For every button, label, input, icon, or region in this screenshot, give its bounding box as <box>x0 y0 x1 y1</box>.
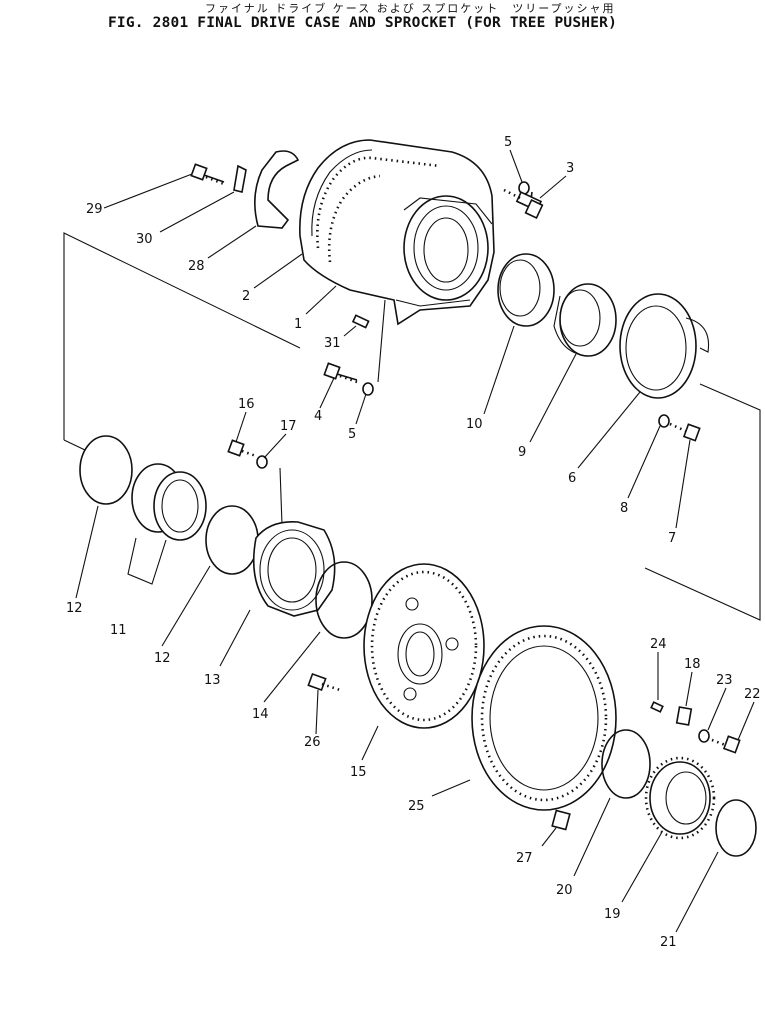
callout-5-middle: 5 <box>348 427 356 442</box>
callout-1: 1 <box>294 317 302 332</box>
final-drive-case-2 <box>299 139 495 326</box>
bolt-16 <box>227 439 257 458</box>
callout-3: 3 <box>566 161 574 176</box>
callout-18: 18 <box>684 657 701 672</box>
callout-14: 14 <box>252 707 269 722</box>
callout-12-left: 12 <box>66 601 83 616</box>
nut-18 <box>675 706 693 726</box>
callout-21: 21 <box>660 935 677 950</box>
o-ring-14 <box>315 561 373 639</box>
bolt-26 <box>307 672 341 692</box>
callout-15: 15 <box>350 765 367 780</box>
seal-ring-10 <box>497 253 555 327</box>
callout-19: 19 <box>604 907 621 922</box>
callout-6: 6 <box>568 471 576 486</box>
o-ring-21 <box>715 799 757 857</box>
bracket-bolt-16 <box>279 467 283 526</box>
callout-27: 27 <box>516 851 533 866</box>
callout-22: 22 <box>744 687 761 702</box>
callout-20: 20 <box>556 883 573 898</box>
pin-24 <box>650 701 664 713</box>
lock-nut-19 <box>644 756 716 840</box>
callout-8: 8 <box>620 501 628 516</box>
callout-11: 11 <box>110 623 127 638</box>
hub-15 <box>363 563 485 729</box>
callout-9: 9 <box>518 445 526 460</box>
cover-plate-28 <box>254 150 300 229</box>
callout-5-top: 5 <box>504 135 512 150</box>
callout-24: 24 <box>650 637 667 652</box>
diagram-title-japanese: ファイナル ドライブ ケース および スプロケット ツリープッシャ用 <box>205 2 616 15</box>
callout-25: 25 <box>408 799 425 814</box>
bolt-4 <box>323 362 358 384</box>
washer-17 <box>256 455 268 469</box>
bracket-right <box>644 383 761 621</box>
diagram-title: FIG. 2801 FINAL DRIVE CASE AND SPROCKET … <box>108 15 617 31</box>
callout-12-middle: 12 <box>154 651 171 666</box>
bracket-left-to-ring <box>63 439 86 451</box>
callout-31: 31 <box>324 336 341 351</box>
callout-17: 17 <box>280 419 297 434</box>
bracket-left <box>63 232 301 440</box>
callout-26: 26 <box>304 735 321 750</box>
callout-2: 2 <box>242 289 250 304</box>
callout-4: 4 <box>314 409 322 424</box>
seal-assembly-11 <box>131 463 207 541</box>
callout-7: 7 <box>668 531 676 546</box>
o-ring-12-left <box>79 435 133 505</box>
seal-cover-6 <box>619 293 710 399</box>
bolt-3 <box>503 188 544 219</box>
o-ring-12-middle <box>205 505 259 575</box>
callout-13: 13 <box>204 673 221 688</box>
washer-23 <box>698 729 710 743</box>
retainer-13 <box>252 521 336 617</box>
bracket-bolt-4 <box>377 299 386 383</box>
bolt-7 <box>669 422 701 442</box>
washer-8 <box>658 414 670 428</box>
lock-plate-30 <box>233 164 247 193</box>
sleeve-9 <box>553 283 617 357</box>
sprocket-25 <box>471 625 617 811</box>
washer-5-middle <box>362 382 374 396</box>
dowel-pin-31 <box>351 314 370 329</box>
callout-30: 30 <box>136 232 153 247</box>
o-ring-20 <box>601 729 651 799</box>
callout-10: 10 <box>466 417 483 432</box>
nut-27 <box>551 809 571 831</box>
callout-29: 29 <box>86 202 103 217</box>
callout-28: 28 <box>188 259 205 274</box>
bolt-29 <box>190 163 225 186</box>
callout-23: 23 <box>716 673 733 688</box>
bolt-22 <box>711 735 741 754</box>
callout-16: 16 <box>238 397 255 412</box>
